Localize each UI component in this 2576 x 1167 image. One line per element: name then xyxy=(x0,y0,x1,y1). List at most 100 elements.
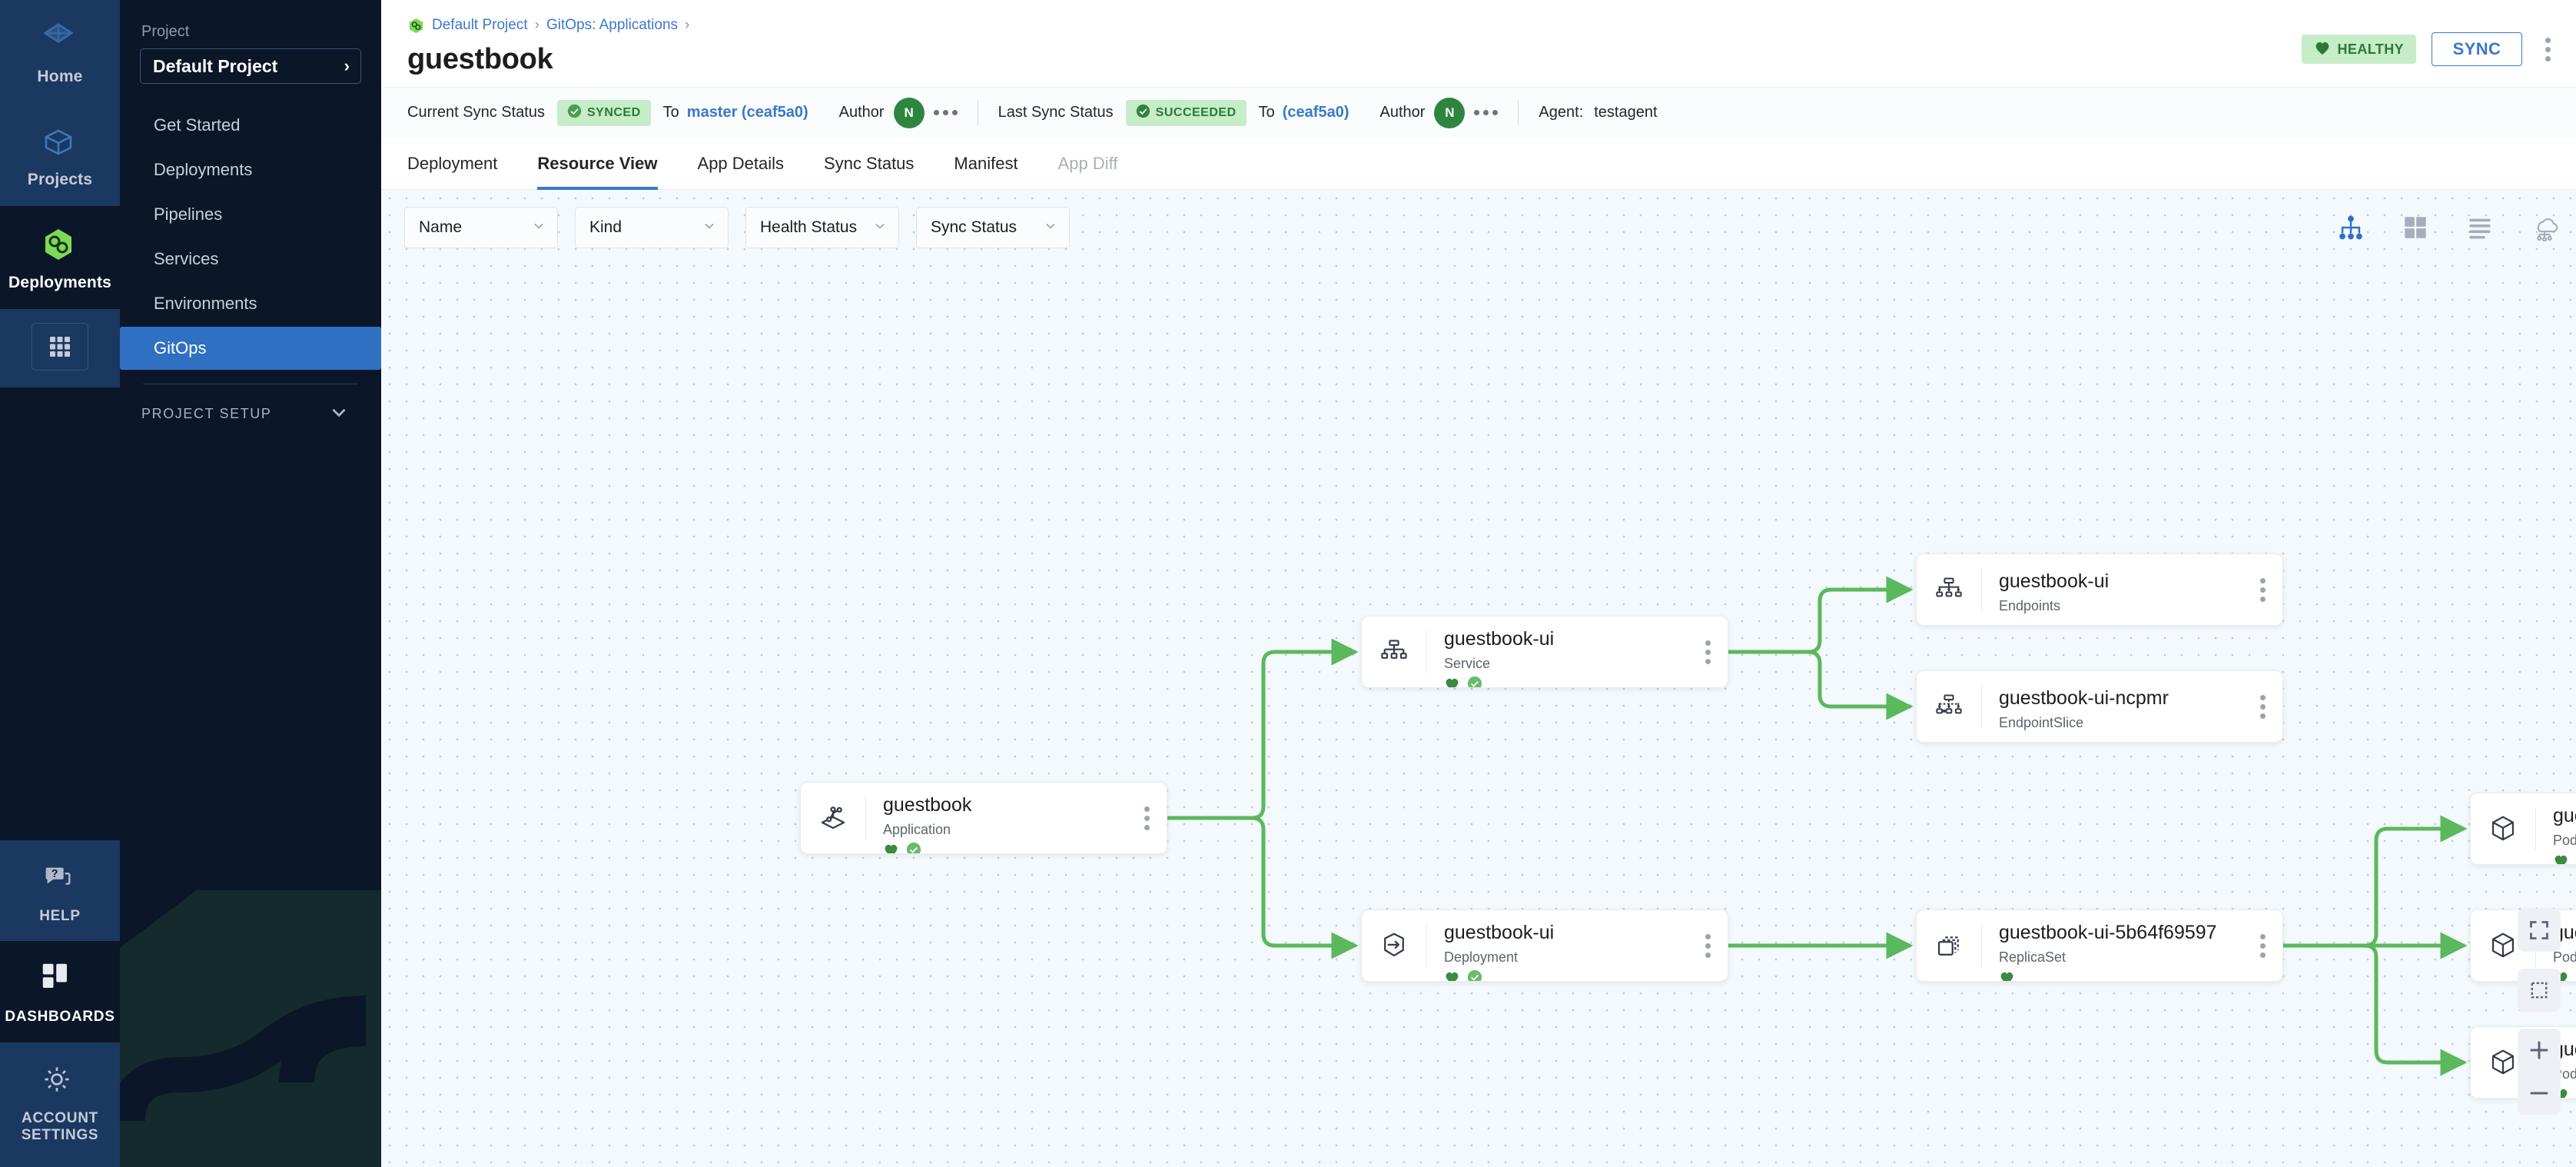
zoom-in-icon[interactable] xyxy=(2518,1029,2561,1072)
network-cloud-icon[interactable] xyxy=(2528,211,2561,244)
filter-bar: Name Kind Health Status xyxy=(404,207,1070,248)
sidebar-label-get-started: Get Started xyxy=(154,115,241,135)
check-circle-icon xyxy=(1467,969,1482,981)
last-sync-status-label: Last Sync Status xyxy=(998,104,1114,121)
heart-icon xyxy=(1999,970,2015,981)
node-name: guestbook-ui xyxy=(1999,571,2110,592)
grid-view-icon[interactable] xyxy=(2399,211,2432,244)
last-sync-revision-link[interactable]: (ceaf5a0) xyxy=(1282,104,1349,121)
filter-kind[interactable]: Kind xyxy=(575,207,729,248)
graph-node-application[interactable]: guestbook Application xyxy=(800,782,1167,854)
header-overflow-menu-icon[interactable] xyxy=(2538,37,2558,62)
node-divider xyxy=(865,796,866,840)
tab-app-details[interactable]: App Details xyxy=(697,153,785,173)
rail-item-projects[interactable]: Projects xyxy=(0,103,120,207)
chevron-down-icon xyxy=(531,218,546,238)
sidebar-item-deployments[interactable]: Deployments xyxy=(140,148,361,191)
current-sync-to-label: To xyxy=(662,104,679,121)
node-status xyxy=(1444,969,1688,981)
graph-node-pod-1[interactable]: guestbook-ui-5b64f6959… Pod xyxy=(2470,793,2576,865)
list-view-icon[interactable] xyxy=(2464,211,2496,244)
sidebar-section-project-setup[interactable]: PROJECT SETUP xyxy=(140,395,361,432)
last-sync-status-value: SUCCEEDED xyxy=(1155,105,1237,119)
agent-label: Agent: xyxy=(1539,104,1584,121)
zoom-out-icon[interactable] xyxy=(2518,1072,2561,1115)
node-name: guestbook-ui-ncpmr xyxy=(1999,688,2169,709)
fit-screen-icon[interactable] xyxy=(2518,909,2561,952)
help-chat-icon: ? xyxy=(40,860,80,900)
node-body: guestbook-ui Service xyxy=(1427,617,1688,687)
sidebar-item-pipelines[interactable]: Pipelines xyxy=(140,193,361,236)
filter-sync-status-label: Sync Status xyxy=(931,218,1017,236)
page-header: Default Project › GitOps: Applications ›… xyxy=(381,0,2576,76)
filter-health-status[interactable]: Health Status xyxy=(745,207,899,248)
node-overflow-menu-icon[interactable] xyxy=(1688,910,1728,981)
tree-view-icon[interactable] xyxy=(2335,211,2367,244)
sidebar-item-get-started[interactable]: Get Started xyxy=(140,104,361,147)
node-kind: Endpoints xyxy=(1999,597,2061,613)
node-overflow-menu-icon[interactable] xyxy=(2242,910,2282,981)
status-badge-healthy: HEALTHY xyxy=(2301,35,2416,64)
rail-label-deployments: Deployments xyxy=(8,274,112,292)
zoom-controls xyxy=(2518,909,2561,1115)
app-grid-icon[interactable] xyxy=(32,323,88,371)
graph-node-service[interactable]: guestbook-ui Service xyxy=(1361,616,1728,688)
sidebar-item-gitops[interactable]: GitOps xyxy=(120,327,381,370)
node-name: guestbook-ui xyxy=(1444,629,1555,650)
project-nav: Project Default Project › Get Started De… xyxy=(120,0,381,1167)
header-actions: HEALTHY SYNC xyxy=(2301,32,2558,66)
home-layers-icon xyxy=(40,20,80,60)
icon-rail: Home Projects xyxy=(0,0,120,1167)
node-overflow-menu-icon[interactable] xyxy=(2242,671,2282,742)
rail-item-dashboards[interactable]: DASHBOARDS xyxy=(0,941,120,1043)
deployment-icon xyxy=(1362,910,1426,981)
sidebar-item-services[interactable]: Services xyxy=(140,238,361,281)
current-author-overflow-icon[interactable] xyxy=(933,110,958,115)
filter-sync-status[interactable]: Sync Status xyxy=(916,207,1070,248)
dashboards-grid-icon xyxy=(40,961,80,1001)
tab-manifest[interactable]: Manifest xyxy=(954,153,1018,173)
node-status xyxy=(883,842,1127,853)
select-box-icon[interactable] xyxy=(2518,969,2561,1012)
projects-box-icon xyxy=(40,123,80,163)
project-selector[interactable]: Default Project › xyxy=(140,48,361,84)
chevron-down-icon xyxy=(1043,218,1058,238)
project-selector-value: Default Project xyxy=(153,55,278,76)
rail-item-account-settings[interactable]: ACCOUNT SETTINGS xyxy=(0,1042,120,1167)
sync-button[interactable]: SYNC xyxy=(2432,32,2522,66)
graph-node-deployment[interactable]: guestbook-ui Deployment xyxy=(1361,909,1728,982)
check-circle-icon xyxy=(567,104,582,122)
node-divider xyxy=(1426,630,1427,673)
sidebar-section-label: PROJECT SETUP xyxy=(141,405,272,421)
check-circle-icon xyxy=(1136,104,1150,122)
filter-name[interactable]: Name xyxy=(404,207,558,248)
tab-sync-status[interactable]: Sync Status xyxy=(824,153,915,173)
rail-item-help[interactable]: ? HELP xyxy=(0,840,120,942)
sidebar-label-deployments: Deployments xyxy=(154,160,253,179)
last-author-avatar: N xyxy=(1434,97,1466,128)
sidebar-item-environments[interactable]: Environments xyxy=(140,282,361,325)
node-kind: Application xyxy=(883,821,951,837)
replicaset-icon xyxy=(1917,910,1981,981)
resource-graph-canvas[interactable]: Name Kind Health Status xyxy=(381,190,2576,1167)
node-overflow-menu-icon[interactable] xyxy=(1127,783,1167,853)
node-overflow-menu-icon[interactable] xyxy=(1688,617,1728,687)
graph-node-replicaset[interactable]: guestbook-ui-5b64f69597 ReplicaSet xyxy=(1916,909,2283,982)
current-sync-revision-link[interactable]: master (ceaf5a0) xyxy=(686,104,808,121)
breadcrumb-separator-1: › xyxy=(534,17,539,33)
rail-item-deployments[interactable]: Deployments xyxy=(0,206,120,310)
breadcrumb-item-gitops-applications[interactable]: GitOps: Applications xyxy=(546,17,679,33)
rail-item-apps[interactable] xyxy=(0,309,120,388)
rail-item-home[interactable]: Home xyxy=(0,0,120,104)
node-body: guestbook-ui Endpoints xyxy=(1982,554,2242,625)
node-overflow-menu-icon[interactable] xyxy=(2242,554,2282,625)
graph-node-endpoints[interactable]: guestbook-ui Endpoints xyxy=(1916,554,2283,626)
graph-node-endpointslice[interactable]: guestbook-ui-ncpmr EndpointSlice xyxy=(1916,670,2283,743)
breadcrumb-separator-2: › xyxy=(685,17,690,33)
breadcrumb-item-default-project[interactable]: Default Project xyxy=(432,17,528,33)
current-author-avatar: N xyxy=(893,97,925,128)
tab-deployment[interactable]: Deployment xyxy=(407,153,498,173)
tab-resource-view[interactable]: Resource View xyxy=(517,138,677,190)
last-author-overflow-icon[interactable] xyxy=(1474,110,1499,115)
svg-text:?: ? xyxy=(51,868,58,880)
